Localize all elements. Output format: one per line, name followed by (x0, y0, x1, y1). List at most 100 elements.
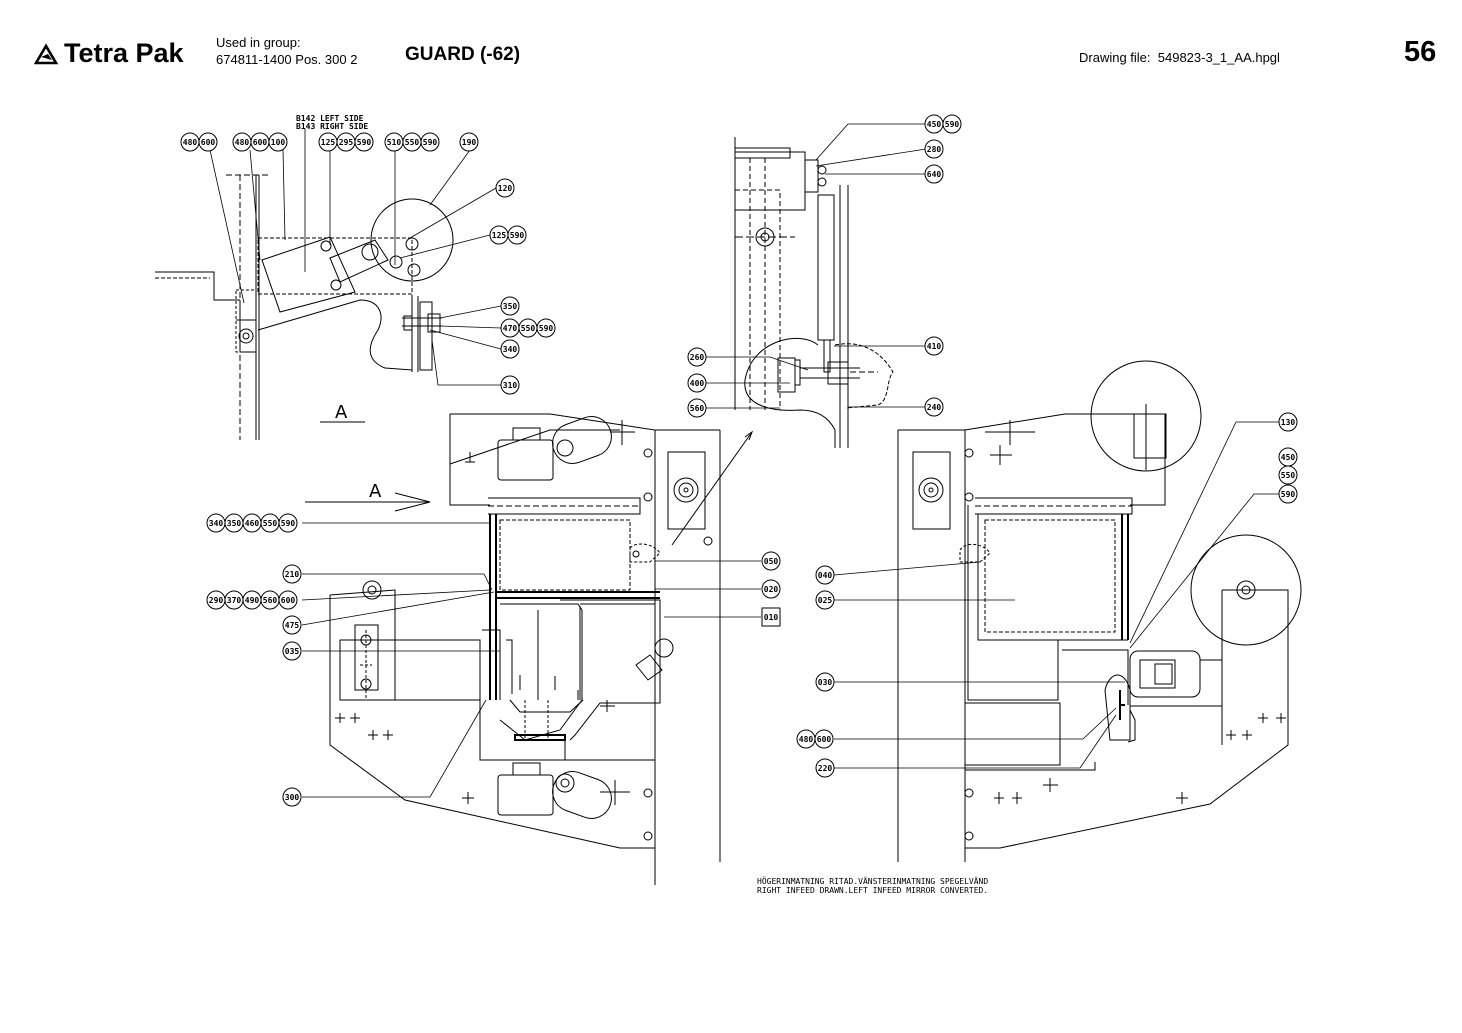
callout-number: 590 (1281, 490, 1296, 499)
top-side-view (734, 137, 894, 448)
callout-number: 510 (387, 138, 402, 147)
callout-number: 100 (271, 138, 286, 147)
callout-g11: 310 (500, 375, 520, 395)
callout-bubble (268, 132, 288, 152)
callout-bubble (278, 590, 298, 610)
callout-bubble (198, 132, 218, 152)
callout-bubble (278, 513, 298, 533)
drawing-file-value: 549823-3_1_AA.hpgl (1157, 50, 1280, 65)
callout-number: 450 (927, 120, 942, 129)
callout-number: 340 (503, 345, 518, 354)
callout-g13: 280 (924, 139, 944, 159)
callout-bubble (420, 132, 440, 152)
callout-number: 475 (285, 621, 300, 630)
callout-g32: 010 (761, 607, 781, 627)
callout-number: 240 (927, 403, 942, 412)
callout-number: 470 (503, 324, 518, 333)
callout-g23: 590 (1278, 484, 1298, 504)
callout-number: 490 (245, 596, 260, 605)
callout-bubble (924, 164, 944, 184)
left-main-view (305, 413, 754, 885)
leader-lines (209, 123, 1279, 798)
callout-bubble (1278, 465, 1298, 485)
page-number: 56 (1404, 36, 1437, 68)
callout-g22: 550 (1278, 465, 1298, 485)
callout-number: 480 (235, 138, 250, 147)
callout-number: 550 (521, 324, 536, 333)
callout-bubble (815, 672, 835, 692)
callout-g25: 210 (282, 564, 302, 584)
callout-number: 220 (818, 764, 833, 773)
callout-number: 190 (462, 138, 477, 147)
callout-number: 560 (690, 404, 705, 413)
callout-bubble (354, 132, 374, 152)
callout-g18: 560 (687, 398, 707, 418)
callout-bubble (1278, 412, 1298, 432)
tetra-pak-logo-icon (34, 42, 59, 64)
arrow-label: A (369, 481, 382, 502)
callout-bubble (500, 296, 520, 316)
callout-bubble (942, 114, 962, 134)
note-line-1: HÖGERINMATNING RITAD.VÄNSTERINMATNING SP… (757, 876, 988, 886)
callout-number: 640 (927, 170, 942, 179)
callout-number: 350 (503, 302, 518, 311)
callout-number: 550 (405, 138, 420, 147)
callout-bubble (761, 551, 781, 571)
drawing-text: B142 LEFT SIDE B143 RIGHT SIDE A A HÖGER… (296, 114, 988, 895)
callout-number: 030 (818, 678, 833, 687)
callout-bubble (507, 225, 527, 245)
callout-bubble (815, 758, 835, 778)
brand-name: Tetra Pak (64, 38, 184, 68)
callout-bubble (924, 139, 944, 159)
callout-number: 600 (201, 138, 216, 147)
callout-number: 025 (818, 596, 833, 605)
callout-bubble (500, 339, 520, 359)
callout-g8: 350 (500, 296, 520, 316)
callout-g15: 410 (924, 336, 944, 356)
callout-bubble (761, 579, 781, 599)
callout-number: 480 (183, 138, 198, 147)
callout-number: 260 (690, 353, 705, 362)
callout-bubble (924, 397, 944, 417)
callout-g27: 475 (282, 615, 302, 635)
callout-number: 590 (945, 120, 960, 129)
callout-number: 350 (227, 519, 242, 528)
callout-number: 600 (281, 596, 296, 605)
callout-number: 125 (321, 138, 336, 147)
used-in-group: Used in group: 674811-1400 Pos. 300 2 (216, 34, 357, 68)
callout-number: 400 (690, 379, 705, 388)
callout-bubble (282, 787, 302, 807)
callout-number: 370 (227, 596, 242, 605)
callout-number: 550 (1281, 471, 1296, 480)
note-line-2: RIGHT INFEED DRAWN.LEFT INFEED MIRROR CO… (757, 886, 988, 895)
callout-g29: 300 (282, 787, 302, 807)
callout-number: 590 (423, 138, 438, 147)
callout-number: 560 (263, 596, 278, 605)
callout-bubble (815, 590, 835, 610)
callout-bubble (1278, 484, 1298, 504)
callout-g20: 130 (1278, 412, 1298, 432)
detail-circle-top-right (1090, 360, 1202, 472)
drawing-file-label: Drawing file: (1079, 50, 1151, 65)
callout-g21: 450 (1278, 447, 1298, 467)
callout-number: 125 (492, 231, 507, 240)
used-in-group-value: 674811-1400 Pos. 300 2 (216, 52, 358, 67)
callout-bubble (500, 375, 520, 395)
callout-g17: 400 (687, 373, 707, 393)
callout-g28: 035 (282, 641, 302, 661)
callout-number: 460 (245, 519, 260, 528)
callout-bubble (815, 565, 835, 585)
side-label-2: B143 RIGHT SIDE (296, 122, 368, 131)
callout-number: 340 (209, 519, 224, 528)
callout-number: 040 (818, 571, 833, 580)
callout-number: 590 (539, 324, 554, 333)
brand: Tetra Pak (34, 38, 184, 69)
callout-number: 590 (510, 231, 525, 240)
